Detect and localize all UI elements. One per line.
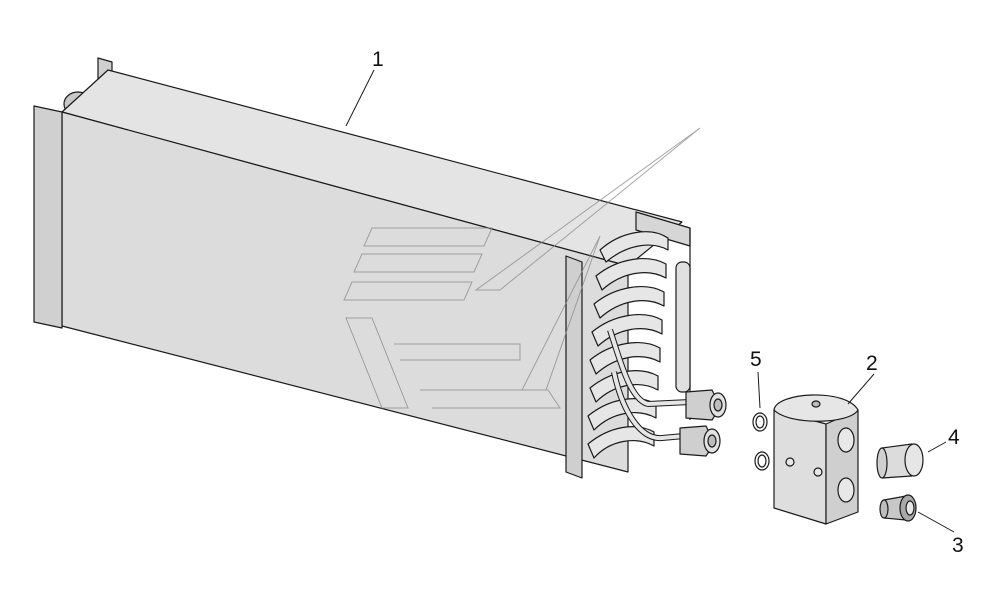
left-end-plate [33, 105, 63, 329]
callout-2: 2 [866, 352, 878, 375]
valve-side-face [825, 409, 859, 525]
u-bend-tubes [587, 231, 691, 459]
o-ring-upper [752, 412, 768, 432]
callout-5: 5 [750, 348, 762, 371]
cap-part [876, 443, 924, 479]
valve-top-dome [773, 394, 859, 422]
valve-port-lower [837, 477, 855, 503]
outlet-pipes [607, 329, 727, 457]
leader-lines [345, 69, 955, 533]
callout-3: 3 [952, 534, 964, 557]
o-ring-lower [754, 451, 770, 471]
front-header-plate [565, 255, 583, 479]
valve-front-face [773, 409, 827, 525]
plug-part [879, 494, 917, 522]
callout-1: 1 [372, 48, 384, 71]
o-rings [752, 412, 770, 471]
valve-port-upper [837, 427, 855, 453]
evaporator-core [33, 57, 691, 479]
watermark-logo [343, 127, 701, 409]
callout-4: 4 [948, 426, 960, 449]
expansion-valve-block [773, 394, 859, 525]
